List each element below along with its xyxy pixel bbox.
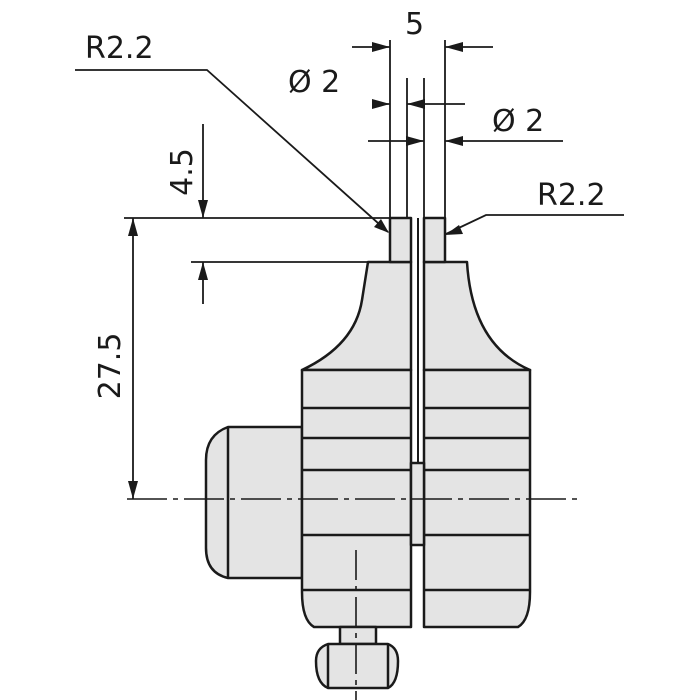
arrow-overall-bottom	[128, 481, 138, 499]
arrow-tip-bottom	[198, 262, 208, 280]
screw-neck	[338, 625, 378, 646]
leader-radius-left	[75, 69, 389, 233]
label-radius-left: R2.2	[85, 31, 154, 66]
arrow-width-left	[372, 42, 390, 52]
label-width: 5	[405, 7, 424, 42]
left-contact-tip	[388, 216, 413, 264]
right-contact-tip	[422, 216, 447, 264]
center-key	[409, 461, 426, 547]
arrow-width-right	[445, 42, 463, 52]
label-diameter-right: Ø 2	[492, 104, 544, 139]
arrow-tip-top	[198, 200, 208, 218]
label-radius-right: R2.2	[537, 178, 606, 213]
leader-radius-right	[445, 214, 624, 235]
side-knob	[204, 425, 304, 580]
right-jaw-upper	[422, 260, 532, 372]
arrow-diam-right-b	[445, 136, 463, 146]
arrow-overall-top	[128, 218, 138, 236]
label-tip-height: 4.5	[165, 148, 200, 196]
arrow-diam-right-a	[406, 136, 424, 146]
arrow-radius-left	[374, 219, 389, 233]
arrow-diam-left-b	[407, 99, 425, 109]
left-jaw-upper	[300, 260, 413, 372]
arrow-diam-left-a	[372, 99, 390, 109]
label-overall-height: 27.5	[93, 333, 128, 400]
label-diameter-left: Ø 2	[288, 65, 340, 100]
arrow-radius-right	[445, 225, 463, 235]
